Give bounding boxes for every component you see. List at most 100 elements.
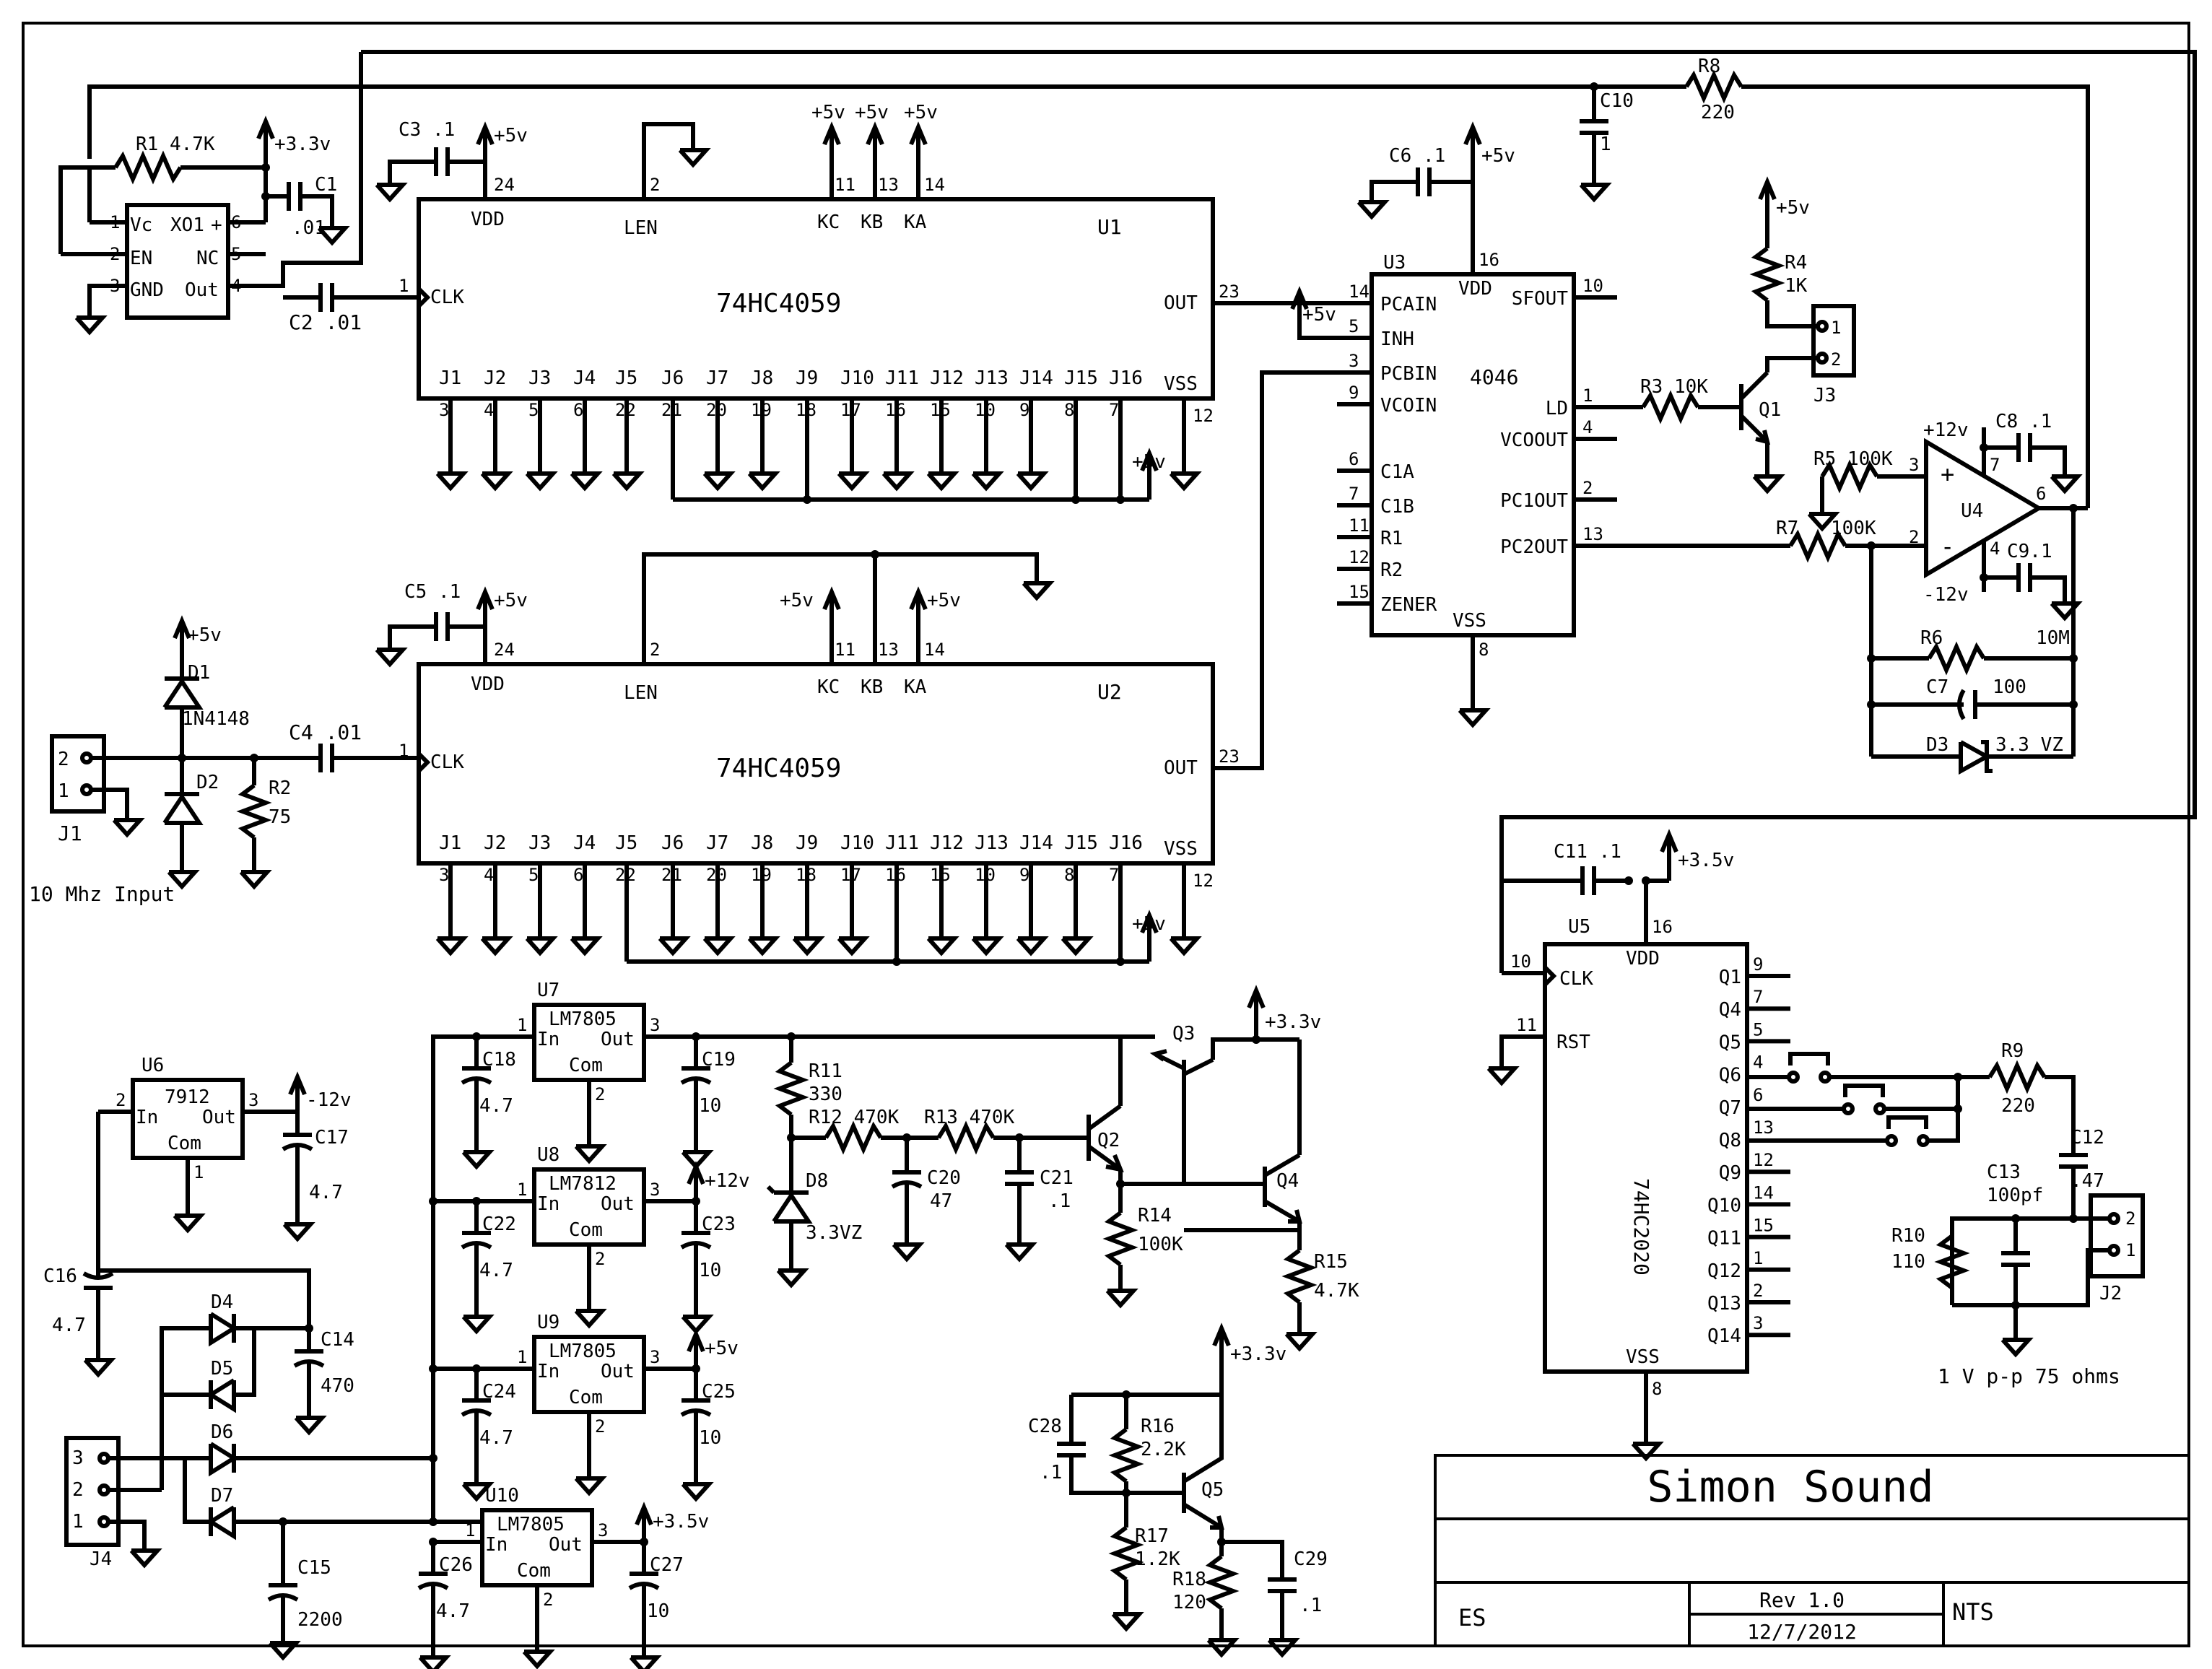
svg-text:220: 220 xyxy=(2001,1095,2035,1117)
svg-text:D3: D3 xyxy=(1926,734,1948,756)
input-network: 2 1 J1 10 Mhz Input +5v D1 1N4148 D2 R2 xyxy=(29,621,419,906)
output-label-q9: Q9 xyxy=(1719,1162,1741,1184)
svg-text:KB: KB xyxy=(861,212,883,233)
ground-symbol xyxy=(658,936,691,956)
svg-text:1N4148: 1N4148 xyxy=(182,708,250,730)
date: 12/7/2012 xyxy=(1747,1620,1857,1644)
ground-symbol xyxy=(837,471,870,492)
counter-u5: U5 VDD VSS CLK RST 74HC2020 10 11 16 +3.… xyxy=(1489,834,1749,1458)
svg-text:47: 47 xyxy=(930,1190,952,1212)
svg-text:+3.3v: +3.3v xyxy=(274,134,331,155)
output-label-q1: Q1 xyxy=(1719,967,1741,988)
svg-text:-: - xyxy=(1941,533,1954,560)
pin-label: VCOIN xyxy=(1380,395,1437,417)
supply-arrow xyxy=(1140,448,1159,472)
pin-label-j15: J15 xyxy=(1064,367,1098,389)
svg-text:U6: U6 xyxy=(141,1055,164,1076)
svg-text:10M: 10M xyxy=(2036,627,2070,649)
pin-number: 2 xyxy=(543,1590,553,1610)
svg-text:11: 11 xyxy=(835,640,855,660)
svg-text:4.7K: 4.7K xyxy=(1314,1280,1359,1302)
ground-symbol xyxy=(1016,471,1049,492)
pin-number: 4 xyxy=(1582,417,1593,437)
svg-text:14: 14 xyxy=(924,640,945,660)
pin-label-j1: J1 xyxy=(439,367,461,389)
svg-text:R15: R15 xyxy=(1314,1251,1348,1273)
pin-label: PCBIN xyxy=(1380,363,1437,385)
cap-value: 10 xyxy=(699,1427,721,1449)
ground-symbol xyxy=(1016,936,1049,956)
output-label-q8: Q8 xyxy=(1719,1130,1741,1151)
svg-text:+: + xyxy=(1941,461,1954,488)
svg-text:.1: .1 xyxy=(1048,1190,1071,1212)
svg-text:+5v: +5v xyxy=(855,102,889,123)
svg-text:4: 4 xyxy=(1990,539,2000,559)
pin-number: 4 xyxy=(484,400,494,420)
pin-number: 3 xyxy=(650,1347,660,1367)
pin-number: 9 xyxy=(1349,383,1359,403)
svg-text:12: 12 xyxy=(1193,406,1214,426)
svg-text:VSS: VSS xyxy=(1164,373,1198,395)
pin-label: Out xyxy=(549,1534,583,1556)
svg-text:XO1: XO1 xyxy=(170,214,204,236)
output-label-q11: Q11 xyxy=(1707,1228,1741,1250)
pin-label-j2: J2 xyxy=(484,367,506,389)
svg-text:C5 .1: C5 .1 xyxy=(404,581,461,603)
svg-text:10: 10 xyxy=(1510,951,1531,972)
svg-text:1: 1 xyxy=(399,276,409,296)
output-label-q4: Q4 xyxy=(1719,999,1741,1021)
ground-symbol xyxy=(681,1482,714,1502)
svg-text:2: 2 xyxy=(1909,527,1919,547)
pin-number: 1 xyxy=(1582,385,1593,406)
ground-symbol xyxy=(574,1309,607,1329)
svg-text:OUT: OUT xyxy=(1164,292,1198,314)
output-label-q13: Q13 xyxy=(1707,1293,1741,1315)
pin-label: R1 xyxy=(1380,528,1403,549)
pin-label-j9: J9 xyxy=(796,367,818,389)
svg-text:VDD: VDD xyxy=(471,674,505,695)
pin-label: R2 xyxy=(1380,559,1403,581)
output-label-q7: Q7 xyxy=(1719,1097,1741,1119)
sheet-border xyxy=(22,22,2190,1647)
regulator-part: LM7805 xyxy=(549,1341,617,1362)
svg-text:+5v: +5v xyxy=(1481,145,1515,167)
svg-text:-12v: -12v xyxy=(306,1089,352,1111)
pll-u3-left-pins: PCAIN14INH5PCBIN3VCOIN9C1A6C1B7R111R212Z… xyxy=(1331,282,1437,616)
ground-symbol xyxy=(1061,936,1094,956)
svg-text:R5 100K: R5 100K xyxy=(1813,448,1893,470)
pin-number: 1 xyxy=(1753,1248,1763,1268)
pin-label-j4: J4 xyxy=(573,832,596,854)
svg-text:3.3VZ: 3.3VZ xyxy=(806,1222,862,1244)
revision: Rev 1.0 xyxy=(1759,1588,1845,1612)
pin-number: 15 xyxy=(1349,582,1370,602)
svg-text:C16: C16 xyxy=(43,1265,77,1287)
svg-text:R8: R8 xyxy=(1698,56,1720,77)
svg-text:1: 1 xyxy=(1831,318,1841,338)
svg-text:23: 23 xyxy=(1219,282,1240,302)
svg-text:KC: KC xyxy=(817,676,840,698)
pin-number: 3 xyxy=(650,1180,660,1200)
reference-loop: R8 220 C10 1 xyxy=(87,50,2197,973)
svg-text:VDD: VDD xyxy=(471,209,505,230)
ground-symbol xyxy=(926,471,959,492)
title-block: Simon Sound ES Rev 1.0 12/7/2012 NTS xyxy=(1434,1454,2190,1647)
pin-number: 3 xyxy=(598,1520,608,1541)
svg-text:11: 11 xyxy=(1516,1015,1537,1035)
svg-text:23: 23 xyxy=(1219,746,1240,767)
ground-symbol xyxy=(461,1315,495,1335)
svg-text:In: In xyxy=(136,1107,158,1128)
svg-text:RST: RST xyxy=(1556,1032,1590,1053)
svg-text:+5v: +5v xyxy=(494,590,528,611)
svg-text:+5v: +5v xyxy=(780,590,814,611)
svg-text:OUT: OUT xyxy=(1164,757,1198,779)
svg-text:D4: D4 xyxy=(211,1291,233,1313)
svg-text:J3: J3 xyxy=(1813,385,1836,406)
svg-text:J2: J2 xyxy=(2099,1283,2122,1304)
pin-number: 3 xyxy=(439,400,449,420)
pin-label: PCAIN xyxy=(1380,294,1437,315)
counter-u1-j-pins: J13J24J35J46J522J621J720J819J918J1017J11… xyxy=(435,367,1166,504)
cap-label: C23 xyxy=(702,1213,736,1235)
supply-label: +5v xyxy=(705,1338,739,1359)
supply-label: +5v xyxy=(1132,451,1166,473)
svg-text:2: 2 xyxy=(650,640,660,660)
